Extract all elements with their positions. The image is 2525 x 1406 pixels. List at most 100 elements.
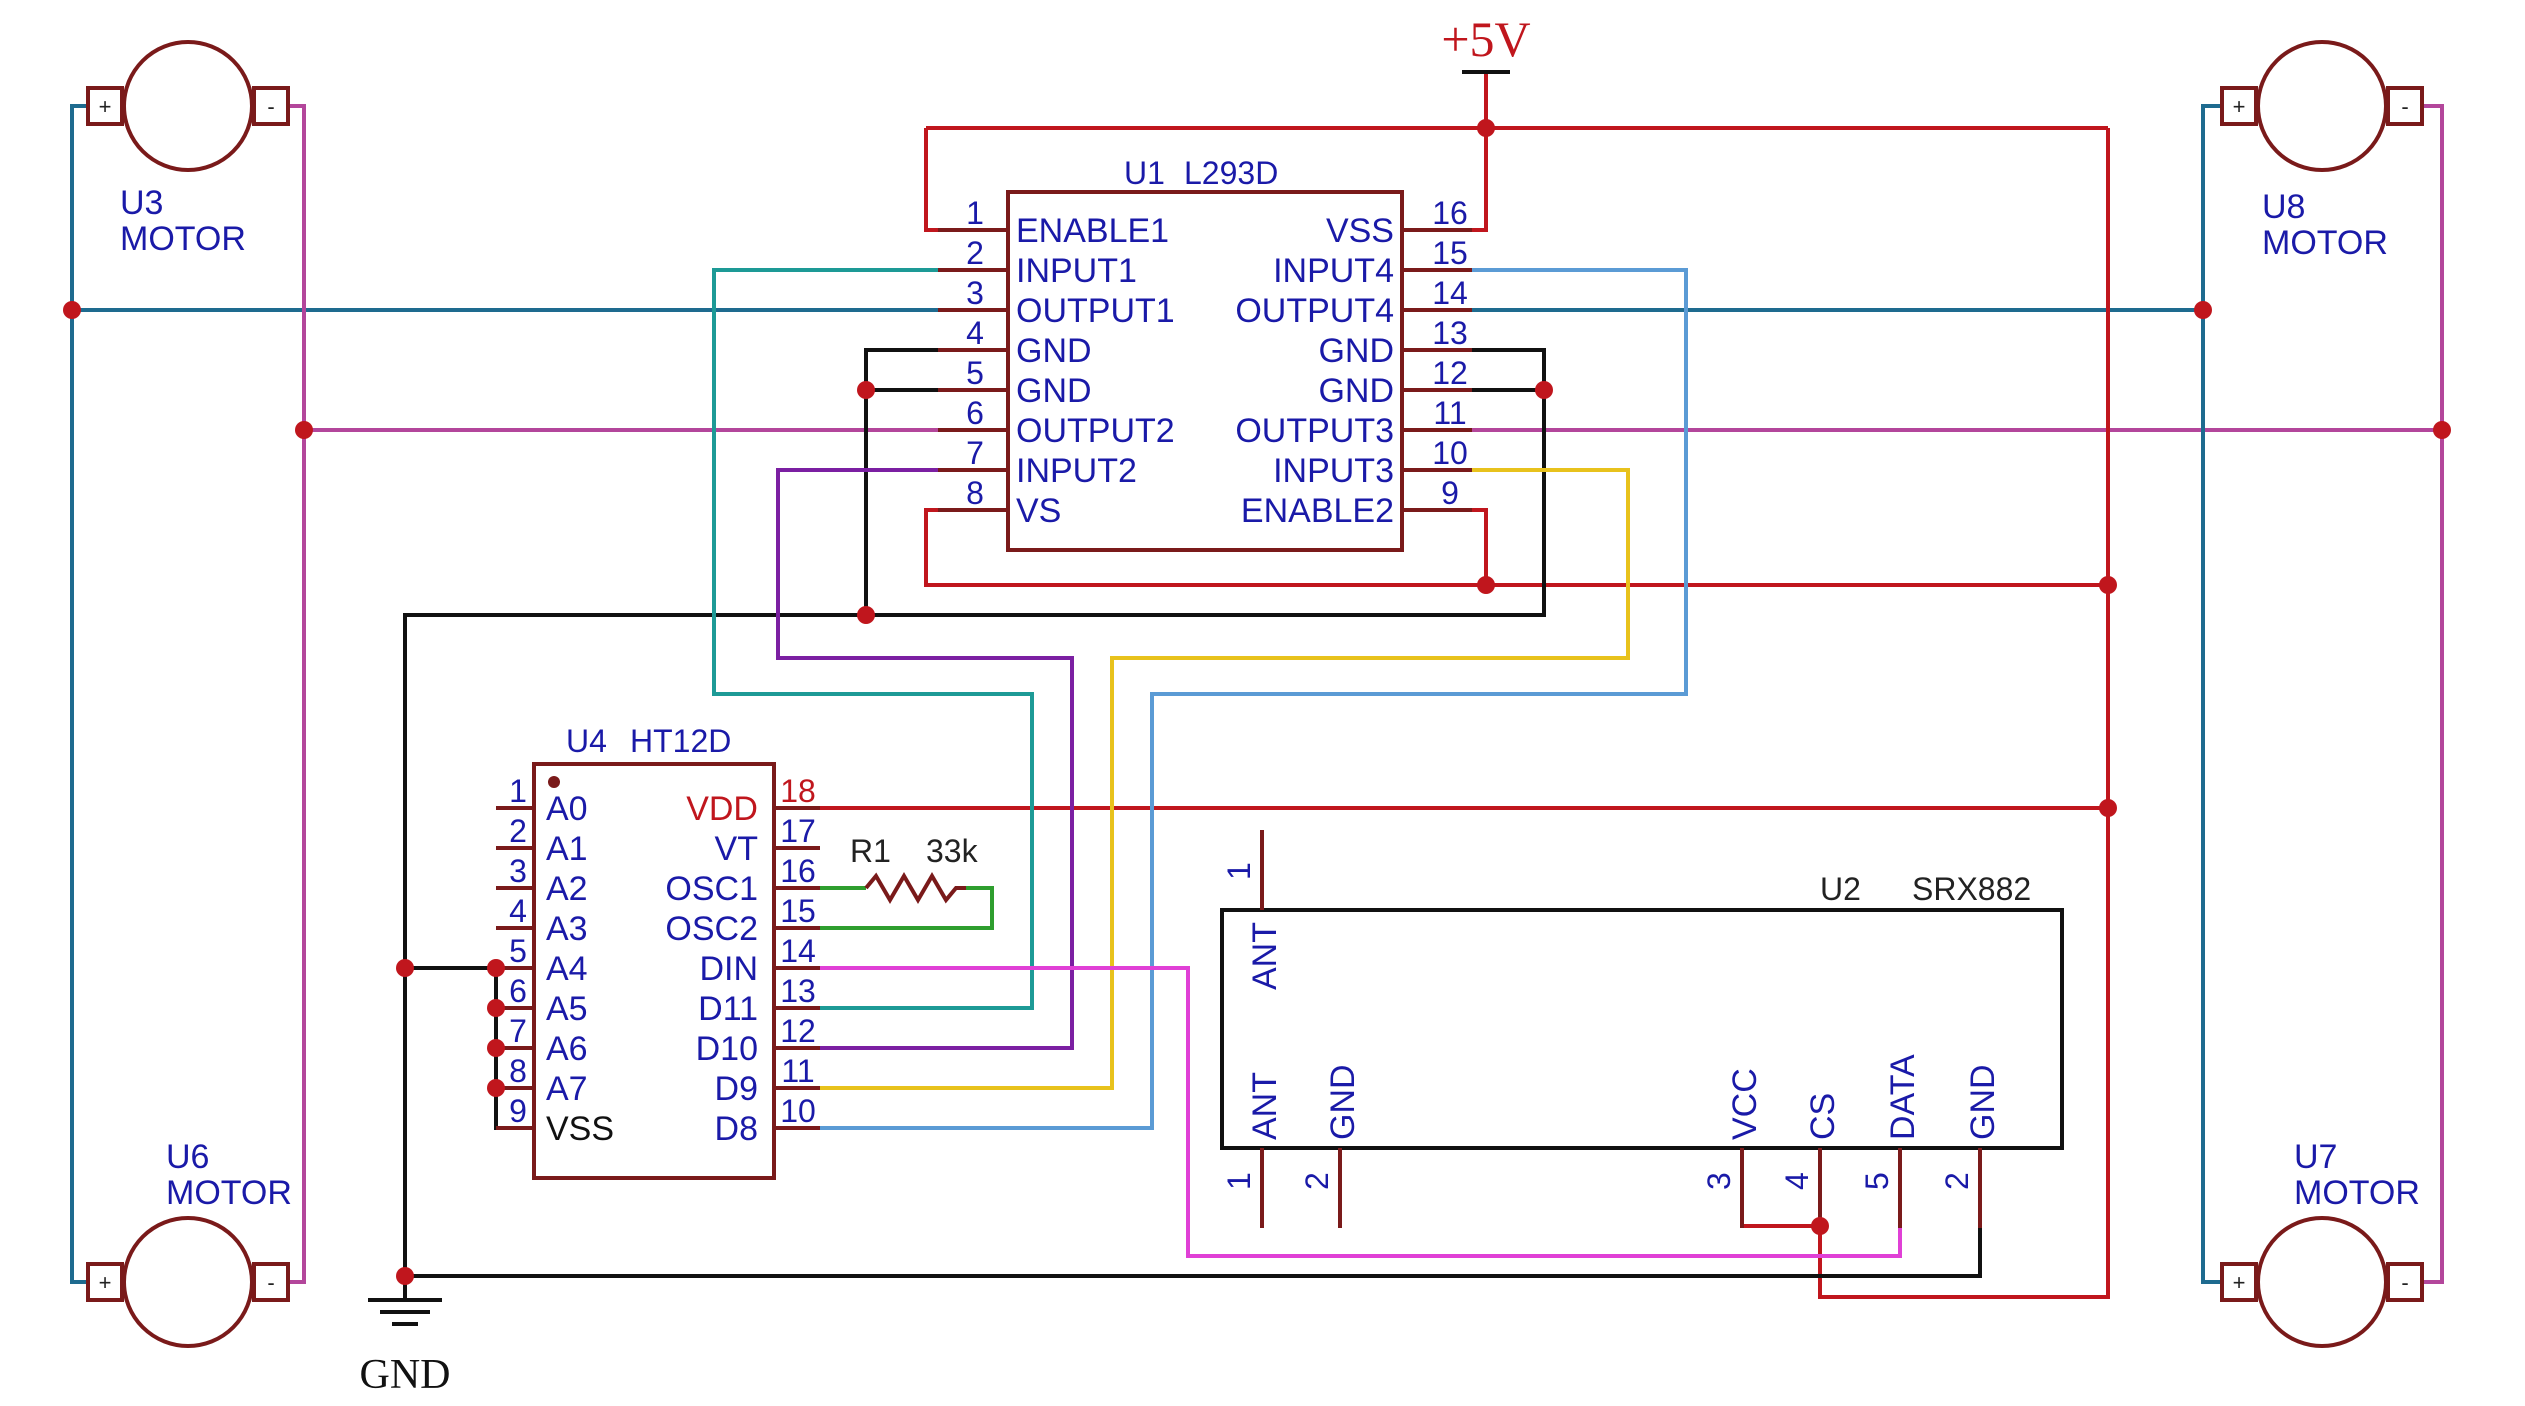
u4-pin-name: A4 bbox=[546, 950, 588, 988]
u1-pin-num: 9 bbox=[1441, 475, 1459, 511]
u1-pin-name: INPUT4 bbox=[1273, 252, 1394, 290]
u4-pin-num: 1 bbox=[509, 773, 527, 809]
u1-pin-name: GND bbox=[1016, 332, 1092, 370]
u1-pin-num: 1 bbox=[966, 195, 984, 231]
u1-pin-name: VS bbox=[1016, 492, 1061, 530]
u4-pin-name: VDD bbox=[686, 790, 758, 828]
junction-dot bbox=[1811, 1217, 1829, 1235]
u4-pin-num: 6 bbox=[509, 973, 527, 1009]
u4-pin-name: DIN bbox=[699, 950, 758, 988]
u1-pin-name: INPUT3 bbox=[1273, 452, 1394, 490]
motor-terminal-minus bbox=[2386, 86, 2424, 126]
motor-body-icon bbox=[122, 40, 254, 172]
motor-terminal-minus-label: - bbox=[2401, 1270, 2408, 1295]
wire-motor-left-blue bbox=[70, 104, 88, 1284]
u1-pin-num: 6 bbox=[966, 395, 984, 431]
wire-motor-right-blue bbox=[2201, 104, 2220, 1284]
wire-magenta bbox=[774, 966, 1902, 1258]
wire-yellow bbox=[774, 468, 1630, 1090]
u4-pin-num: 17 bbox=[780, 813, 816, 849]
u1-pin-name: GND bbox=[1318, 372, 1394, 410]
u2-bottom-pin-name: GND bbox=[1324, 1064, 1362, 1140]
junction-dot bbox=[2099, 799, 2117, 817]
u1-pin-num: 2 bbox=[966, 235, 984, 271]
u4-pin-name: OSC2 bbox=[665, 910, 758, 948]
u1-pin-name: GND bbox=[1318, 332, 1394, 370]
motor-ref: U7 bbox=[2294, 1138, 2337, 1176]
u4-pin-name: OSC1 bbox=[665, 870, 758, 908]
u1-pin-num: 12 bbox=[1432, 355, 1468, 391]
motor-terminal-plus bbox=[86, 86, 124, 126]
junction-dot bbox=[396, 959, 414, 977]
u4-pin-name: A0 bbox=[546, 790, 588, 828]
junction-dot bbox=[63, 301, 81, 319]
junction-dot bbox=[2433, 421, 2451, 439]
motor-terminal-plus bbox=[2220, 1262, 2258, 1302]
u4-pin-num: 13 bbox=[780, 973, 816, 1009]
junction-dot bbox=[857, 606, 875, 624]
u2-bottom-pin-num: 4 bbox=[1779, 1172, 1815, 1190]
motor-body-icon bbox=[2256, 1216, 2388, 1348]
junction-dot bbox=[1477, 119, 1495, 137]
wire-vcc-cs bbox=[1740, 1195, 1822, 1228]
u4-pin-num: 15 bbox=[780, 893, 816, 929]
u4-pin-num: 7 bbox=[509, 1013, 527, 1049]
motor-terminal-plus bbox=[2220, 86, 2258, 126]
u4-pin-name: A6 bbox=[546, 1030, 588, 1068]
u4-pin-name: VT bbox=[715, 830, 758, 868]
u1-part: L293D bbox=[1184, 155, 1278, 191]
motor-terminal-minus bbox=[252, 86, 290, 126]
wire-lightblue bbox=[774, 268, 1688, 1130]
u4-pin-num: 5 bbox=[509, 933, 527, 969]
wire-motor-right-pink bbox=[2424, 104, 2444, 1284]
u2-top-pin-name: ANT bbox=[1246, 922, 1284, 990]
u4-pin-name: D10 bbox=[696, 1030, 758, 1068]
motor-terminal-plus-label: + bbox=[2233, 94, 2246, 119]
wire-teal bbox=[712, 268, 1034, 1010]
u4-ref: U4 bbox=[566, 723, 607, 759]
u1-ref: U1 bbox=[1124, 155, 1165, 191]
u1-pin-name: OUTPUT4 bbox=[1235, 292, 1394, 330]
u4-pin1-marker bbox=[548, 776, 560, 788]
junction-dot bbox=[2194, 301, 2212, 319]
junction-dot bbox=[396, 1267, 414, 1285]
junction-dot bbox=[2099, 576, 2117, 594]
u1-pin-num: 5 bbox=[966, 355, 984, 391]
u2-bottom-pin-name: GND bbox=[1964, 1064, 2002, 1140]
u1-body bbox=[1006, 190, 1404, 552]
motor-label: MOTOR bbox=[2262, 224, 2388, 262]
u4-pin-name: A3 bbox=[546, 910, 588, 948]
wire-enable2 bbox=[1402, 508, 1488, 585]
u2-bottom-pin-name: DATA bbox=[1884, 1054, 1922, 1140]
u4-pin-num: 18 bbox=[780, 773, 816, 809]
motor-label: MOTOR bbox=[120, 220, 246, 258]
u4-pin-name: A7 bbox=[546, 1070, 588, 1108]
motor-terminal-minus-label: - bbox=[267, 94, 274, 119]
junction-dot bbox=[487, 1039, 505, 1057]
u4-pin-name: D9 bbox=[715, 1070, 758, 1108]
ground-label: GND bbox=[360, 1352, 451, 1398]
junction-dot bbox=[1477, 576, 1495, 594]
u2-bottom-pin-name: VCC bbox=[1726, 1068, 1764, 1140]
u1-pin-num: 15 bbox=[1432, 235, 1468, 271]
motor-ref: U8 bbox=[2262, 188, 2305, 226]
motor-label: MOTOR bbox=[2294, 1174, 2420, 1212]
u2-bottom-pin-num: 2 bbox=[1299, 1172, 1335, 1190]
u1-pin-num: 16 bbox=[1432, 195, 1468, 231]
motor-terminal-plus-label: + bbox=[99, 94, 112, 119]
u1-pin-name: INPUT1 bbox=[1016, 252, 1137, 290]
motor-terminal-minus bbox=[252, 1262, 290, 1302]
u4-pin-name: A2 bbox=[546, 870, 588, 908]
junction-dot bbox=[487, 1079, 505, 1097]
u2-bottom-pin-num: 1 bbox=[1221, 1172, 1257, 1190]
u2-bottom-pin-num: 2 bbox=[1939, 1172, 1975, 1190]
u1-pin-num: 3 bbox=[966, 275, 984, 311]
u4-pin-num: 2 bbox=[509, 813, 527, 849]
motor-body-icon bbox=[122, 1216, 254, 1348]
